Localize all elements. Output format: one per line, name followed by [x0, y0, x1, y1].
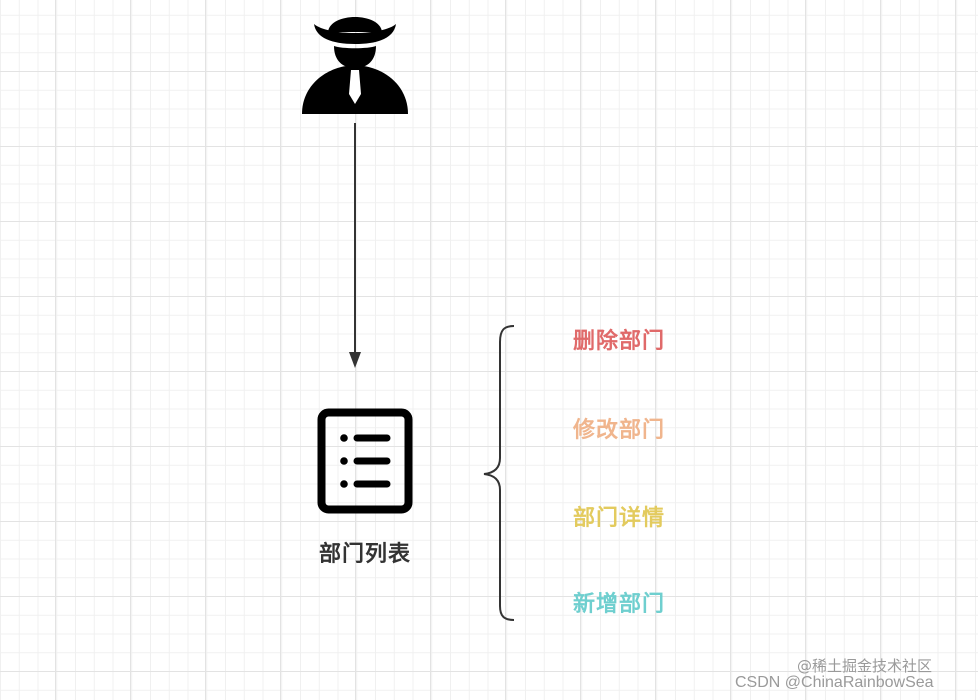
list-icon	[317, 408, 413, 514]
watermark-csdn: CSDN @ChinaRainbowSea	[735, 674, 934, 691]
action-department-detail: 部门详情	[573, 506, 666, 531]
action-delete-department: 删除部门	[573, 329, 666, 354]
action-edit-department: 修改部门	[573, 418, 666, 443]
action-add-department: 新增部门	[573, 592, 666, 617]
flow-arrow	[349, 123, 361, 368]
user-with-hat-icon	[302, 17, 408, 114]
curly-brace	[483, 325, 515, 621]
watermark-juejin: @稀土掘金技术社区	[797, 657, 933, 675]
department-list-label: 部门列表	[319, 542, 412, 567]
